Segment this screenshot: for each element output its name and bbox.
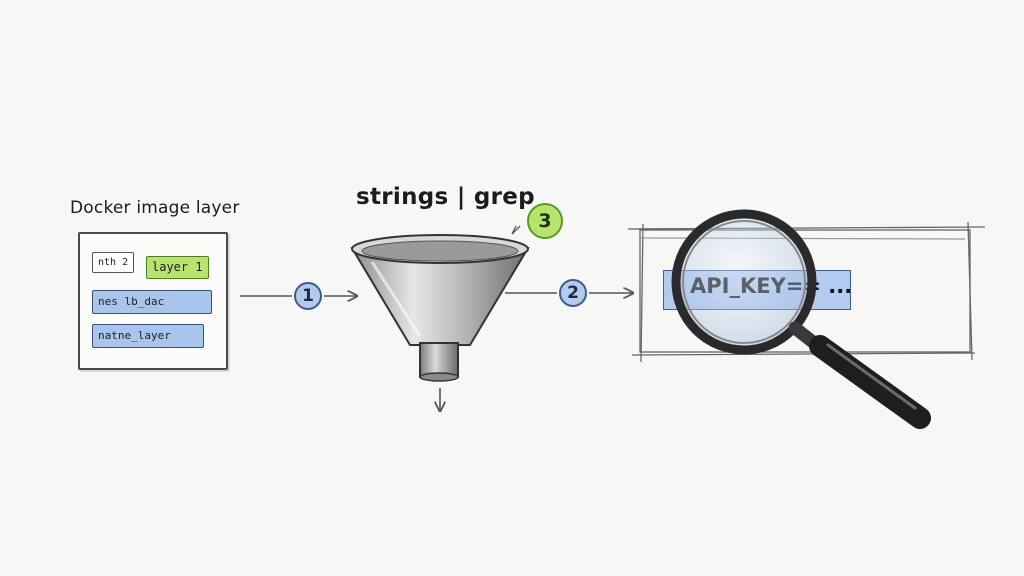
- match-text: API_KEY== ...: [690, 274, 853, 298]
- layer-chip-nth: nth 2: [92, 252, 135, 273]
- pointer-arrow-icon: [511, 225, 521, 235]
- layer-chip-row: natne_layer: [92, 324, 204, 348]
- docker-layer-box: nth 2 layer 1 nes lb_dac natne_layer: [78, 232, 228, 370]
- step-badge-1: 1: [294, 282, 322, 310]
- layer-chip-highlight: layer 1: [146, 256, 209, 279]
- layer-title: Docker image layer: [70, 198, 240, 218]
- funnel-icon: [350, 234, 530, 382]
- command-title: strings | grep: [356, 184, 535, 210]
- layer-chip-row: nes lb_dac: [92, 290, 212, 314]
- step-badge-3: 3: [527, 203, 563, 239]
- step-badge-2: 2: [559, 279, 587, 307]
